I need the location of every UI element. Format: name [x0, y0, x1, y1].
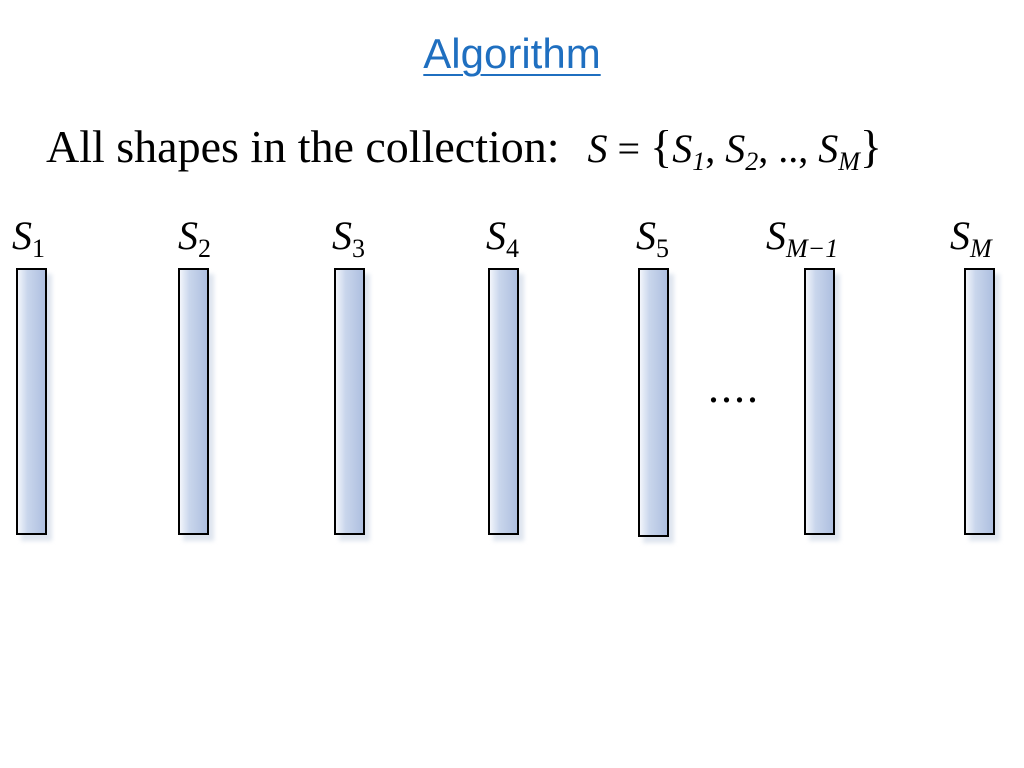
- shape-bar-4: [488, 268, 524, 541]
- formula-item-2: S2: [725, 126, 759, 176]
- shape-bar-5: [638, 268, 674, 543]
- shape-label-2: S2: [178, 213, 211, 263]
- set-formula: S={S1, S2, .., SM}: [587, 121, 882, 176]
- shape-label-1: S1: [12, 213, 45, 263]
- shape-bar-1: [16, 268, 52, 541]
- shape-bar-m: [964, 268, 1000, 541]
- ellipsis: ....: [708, 363, 760, 412]
- open-brace: {: [650, 121, 673, 172]
- shape-bar-3: [334, 268, 370, 541]
- formula-item-m: SM: [818, 126, 860, 176]
- shape-bar-m-minus-1: [804, 268, 840, 541]
- shape-label-3: S3: [332, 213, 365, 263]
- statement-text: All shapes in the collection:: [46, 121, 560, 172]
- equals-sign: =: [617, 126, 641, 171]
- formula-item-dots: ..: [778, 126, 799, 171]
- shape-label-4: S4: [486, 213, 519, 263]
- close-brace: }: [859, 121, 882, 172]
- shape-label-5: S5: [636, 213, 669, 263]
- shape-label-m-minus-1: SM−1: [766, 213, 839, 263]
- slide-title: Algorithm: [423, 30, 601, 77]
- shape-label-m: SM: [950, 213, 992, 263]
- collection-statement: All shapes in the collection: S={S1, S2,…: [46, 120, 882, 177]
- formula-item-1: S1: [672, 126, 706, 176]
- shape-bar-2: [178, 268, 214, 541]
- set-symbol: S: [587, 126, 608, 171]
